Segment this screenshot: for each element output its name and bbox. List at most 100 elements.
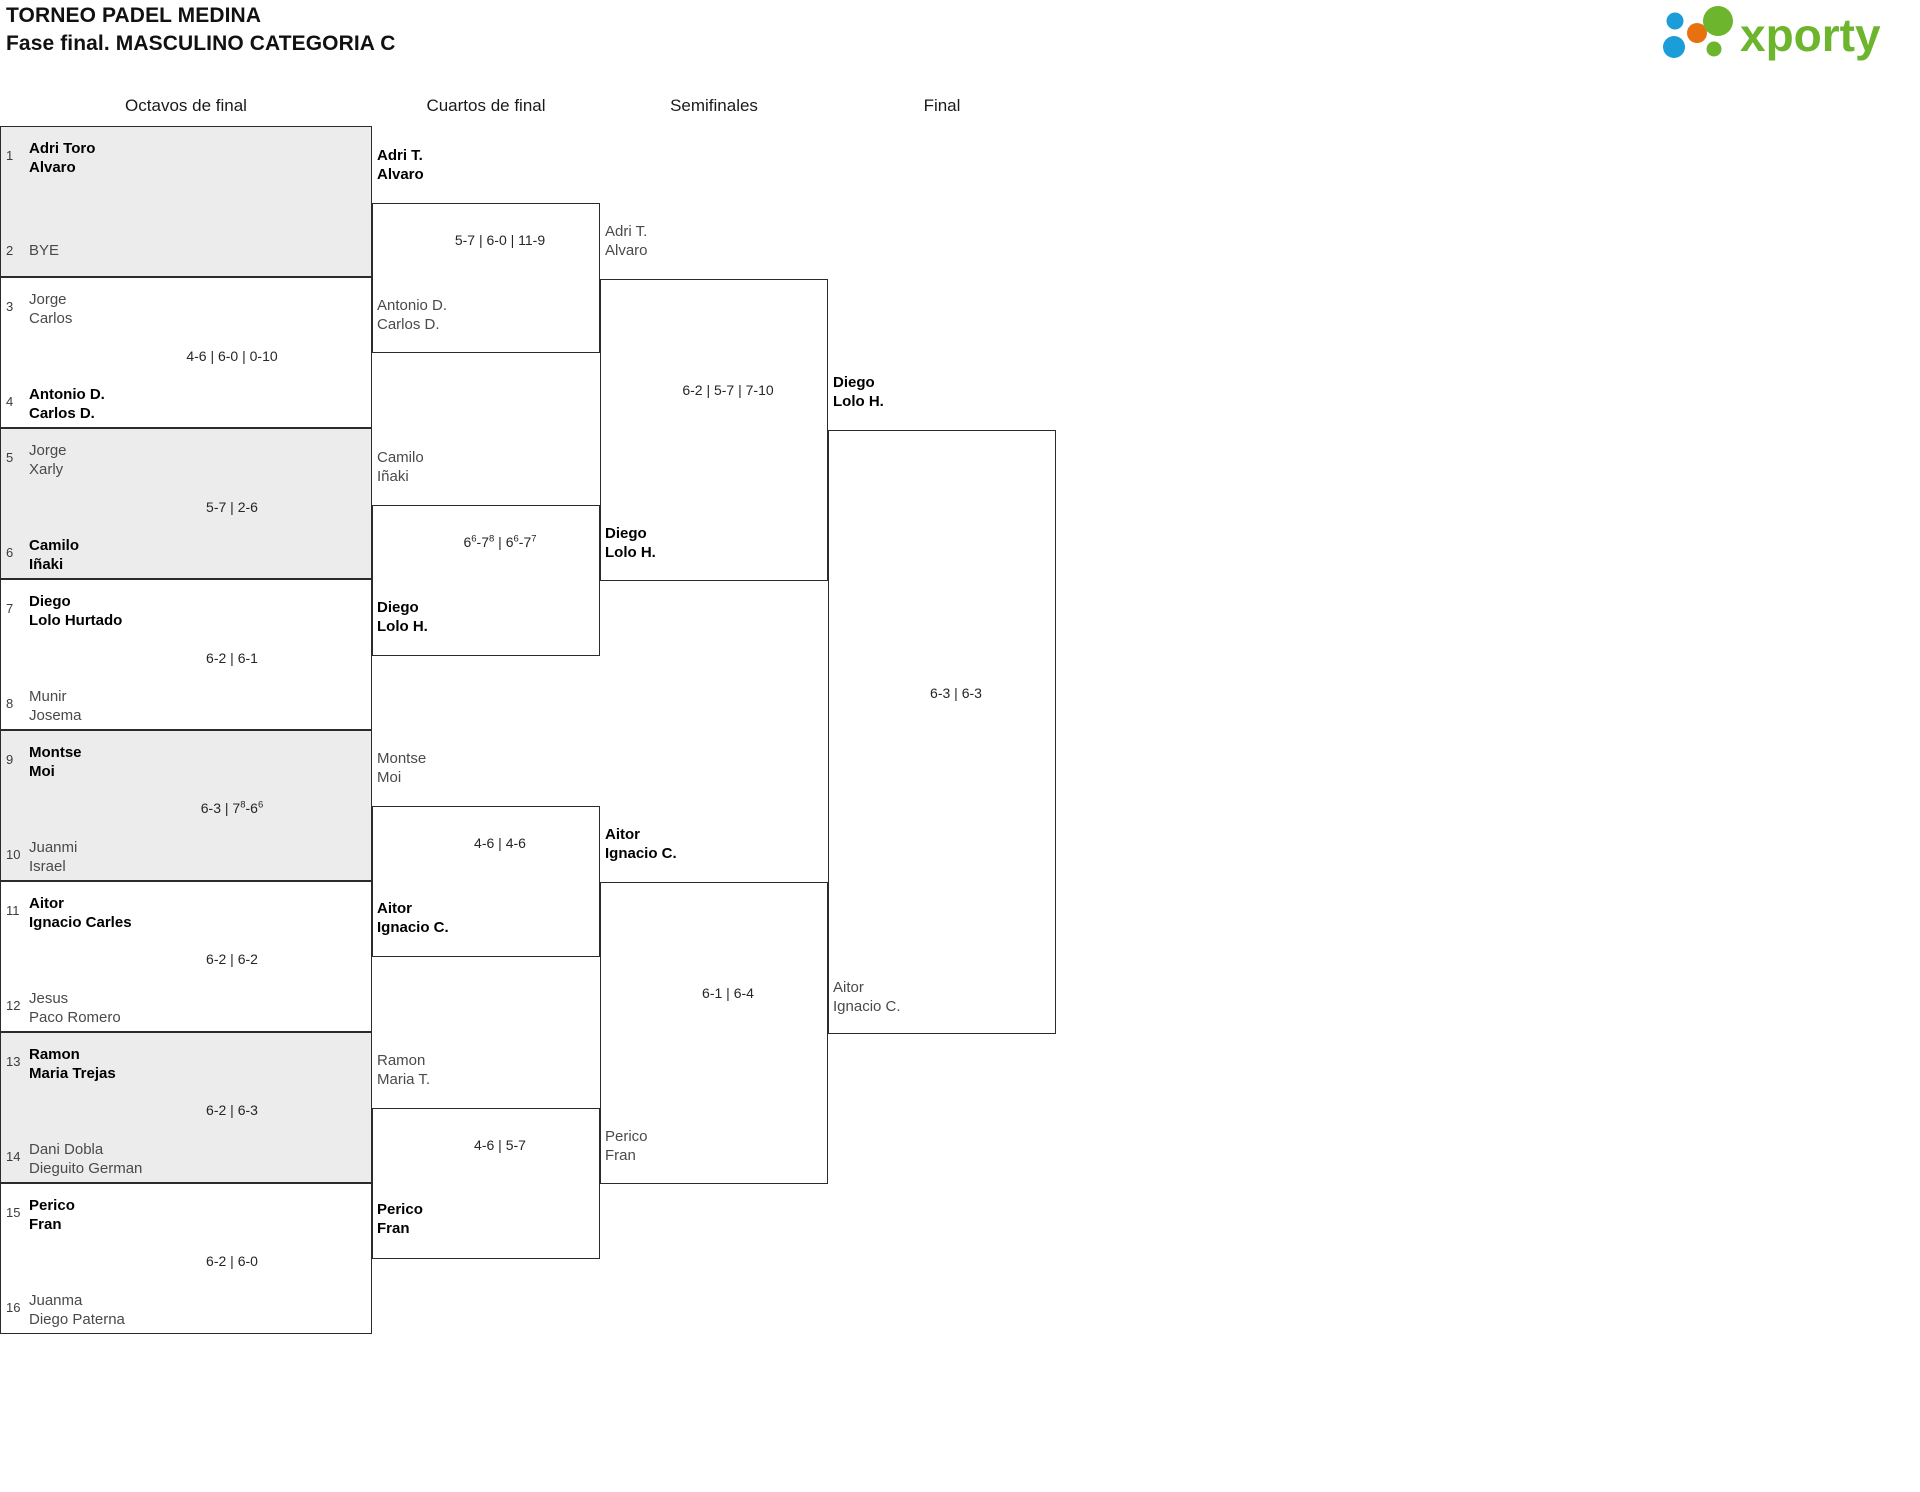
- team-name: Xarly: [29, 461, 64, 478]
- team-name: Carlos: [29, 310, 73, 327]
- team-name: Dieguito German: [29, 1160, 143, 1177]
- octavos-match-8[interactable]: 15 Perico Fran 16 Juanma Diego Paterna: [0, 1183, 372, 1334]
- final-score-1: 6-3 | 6-3: [930, 685, 982, 701]
- team-name: Diego: [377, 599, 419, 616]
- seed-number: 12: [6, 998, 21, 1013]
- team-name: Ramon: [377, 1052, 426, 1069]
- semifinales-connector-2: [600, 882, 828, 1184]
- seed-number: 4: [6, 394, 14, 409]
- team-name: Carlos D.: [377, 316, 440, 333]
- team-name: Diego Paterna: [29, 1311, 125, 1328]
- team-name: Fran: [377, 1220, 410, 1237]
- team-name: Diego: [605, 525, 647, 542]
- seed-number: 13: [6, 1054, 21, 1069]
- semifinales-score-2: 6-1 | 6-4: [702, 985, 754, 1001]
- team-name: Moi: [377, 769, 402, 786]
- cuartos-score-4: 4-6 | 5-7: [474, 1137, 526, 1153]
- seed-number: 6: [6, 545, 14, 560]
- round-header-final: Final: [923, 96, 961, 115]
- octavos-match-5[interactable]: 9 Montse Moi 10 Juanmi Israel: [0, 730, 372, 881]
- team-name: Alvaro: [377, 166, 424, 183]
- team-name: Ignacio Carles: [29, 914, 132, 931]
- team-name: Lolo Hurtado: [29, 612, 123, 629]
- seed-number: 8: [6, 696, 14, 711]
- octavos-match-7[interactable]: 13 Ramon Maria Trejas 14 Dani Dobla Dieg…: [0, 1032, 372, 1183]
- octavos-match-1[interactable]: 1 Adri Toro Alvaro 2 BYE: [0, 126, 372, 277]
- team-name: Perico: [377, 1201, 423, 1218]
- team-name: Fran: [29, 1216, 62, 1233]
- seed-number: 7: [6, 601, 14, 616]
- logo-dots-icon: [1663, 6, 1733, 58]
- team-name: Aitor: [377, 900, 412, 917]
- team-name: Adri T.: [377, 147, 423, 164]
- octavos-score-3: 5-7 | 2-6: [206, 499, 258, 515]
- round-header-octavos: Octavos de final: [125, 96, 247, 115]
- seed-number: 11: [6, 903, 20, 918]
- cuartos-score-1: 5-7 | 6-0 | 11-9: [454, 232, 546, 248]
- team-name: Dani Dobla: [29, 1141, 104, 1158]
- team-name: Ignacio C.: [377, 919, 449, 936]
- team-name: Ramon: [29, 1046, 80, 1063]
- team-name: Josema: [29, 707, 82, 724]
- octavos-score-6: 6-2 | 6-2: [206, 951, 258, 967]
- team-name: Fran: [605, 1147, 636, 1164]
- team-name: Jorge: [29, 291, 67, 308]
- seed-number: 3: [6, 299, 14, 314]
- cuartos-connector-4: [372, 1108, 600, 1259]
- octavos-score-8: 6-2 | 6-0: [206, 1253, 258, 1269]
- team-name: Camilo: [377, 449, 424, 466]
- team-name: Diego: [833, 374, 875, 391]
- xporty-logo: xporty: [1652, 6, 1902, 64]
- logo-wordmark: xporty: [1740, 9, 1881, 61]
- semifinales-connector-1: [600, 279, 828, 581]
- cuartos-connector-3: [372, 806, 600, 957]
- team-name: Aitor: [833, 979, 864, 996]
- team-name: Ignacio C.: [833, 998, 901, 1015]
- cuartos-connector-2: [372, 505, 600, 656]
- seed-number: 1: [6, 148, 14, 163]
- octavos-score-4: 6-2 | 6-1: [206, 650, 258, 666]
- team-name: Lolo H.: [605, 544, 656, 561]
- seed-number: 15: [6, 1205, 21, 1220]
- team-name: Perico: [605, 1128, 648, 1145]
- team-name: Camilo: [29, 537, 80, 554]
- octavos-match-6[interactable]: 11 Aitor Ignacio Carles 12 Jesus Paco Ro…: [0, 881, 372, 1032]
- team-name: Maria T.: [377, 1071, 431, 1088]
- seed-number: 14: [6, 1149, 21, 1164]
- seed-number: 2: [6, 243, 14, 258]
- team-name: Carlos D.: [29, 405, 95, 422]
- team-name: Juanma: [29, 1292, 83, 1309]
- seed-number: 5: [6, 450, 14, 465]
- team-name: Antonio D.: [377, 297, 448, 314]
- cuartos-connector-1: [372, 203, 600, 353]
- octavos-match-3[interactable]: 5 Jorge Xarly 6 Camilo Iñaki: [0, 428, 372, 579]
- team-name: BYE: [29, 242, 60, 259]
- tournament-name: TORNEO PADEL MEDINA: [6, 4, 262, 27]
- team-name: Juanmi: [29, 839, 78, 856]
- team-name: Jorge: [29, 442, 67, 459]
- team-name: Aitor: [605, 826, 640, 843]
- team-name: Diego: [29, 593, 71, 610]
- team-name: Paco Romero: [29, 1009, 121, 1026]
- team-name: Adri T.: [605, 223, 648, 240]
- team-name: Antonio D.: [29, 386, 105, 403]
- team-name: Alvaro: [605, 242, 648, 259]
- final-connector-1: [828, 430, 1056, 1034]
- team-name: Maria Trejas: [29, 1065, 116, 1082]
- team-name: Lolo H.: [833, 393, 884, 410]
- cuartos-score-3: 4-6 | 4-6: [474, 835, 526, 851]
- team-name: Alvaro: [29, 159, 76, 176]
- page-title: TORNEO PADEL MEDINA Fase final. MASCULIN…: [6, 2, 396, 58]
- team-name: Iñaki: [29, 556, 64, 573]
- octavos-match-4[interactable]: 7 Diego Lolo Hurtado 8 Munir Josema: [0, 579, 372, 730]
- seed-number: 16: [6, 1300, 21, 1315]
- team-name: Montse: [29, 744, 82, 761]
- team-name: Lolo H.: [377, 618, 428, 635]
- team-name: Moi: [29, 763, 55, 780]
- team-name: Montse: [377, 750, 427, 767]
- tournament-phase: Fase final. MASCULINO CATEGORIA C: [6, 32, 396, 56]
- octavos-match-2[interactable]: 3 Jorge Carlos 4 Antonio D. Carlos D.: [0, 277, 372, 428]
- seed-number: 10: [6, 847, 21, 862]
- round-header-cuartos: Cuartos de final: [426, 96, 546, 115]
